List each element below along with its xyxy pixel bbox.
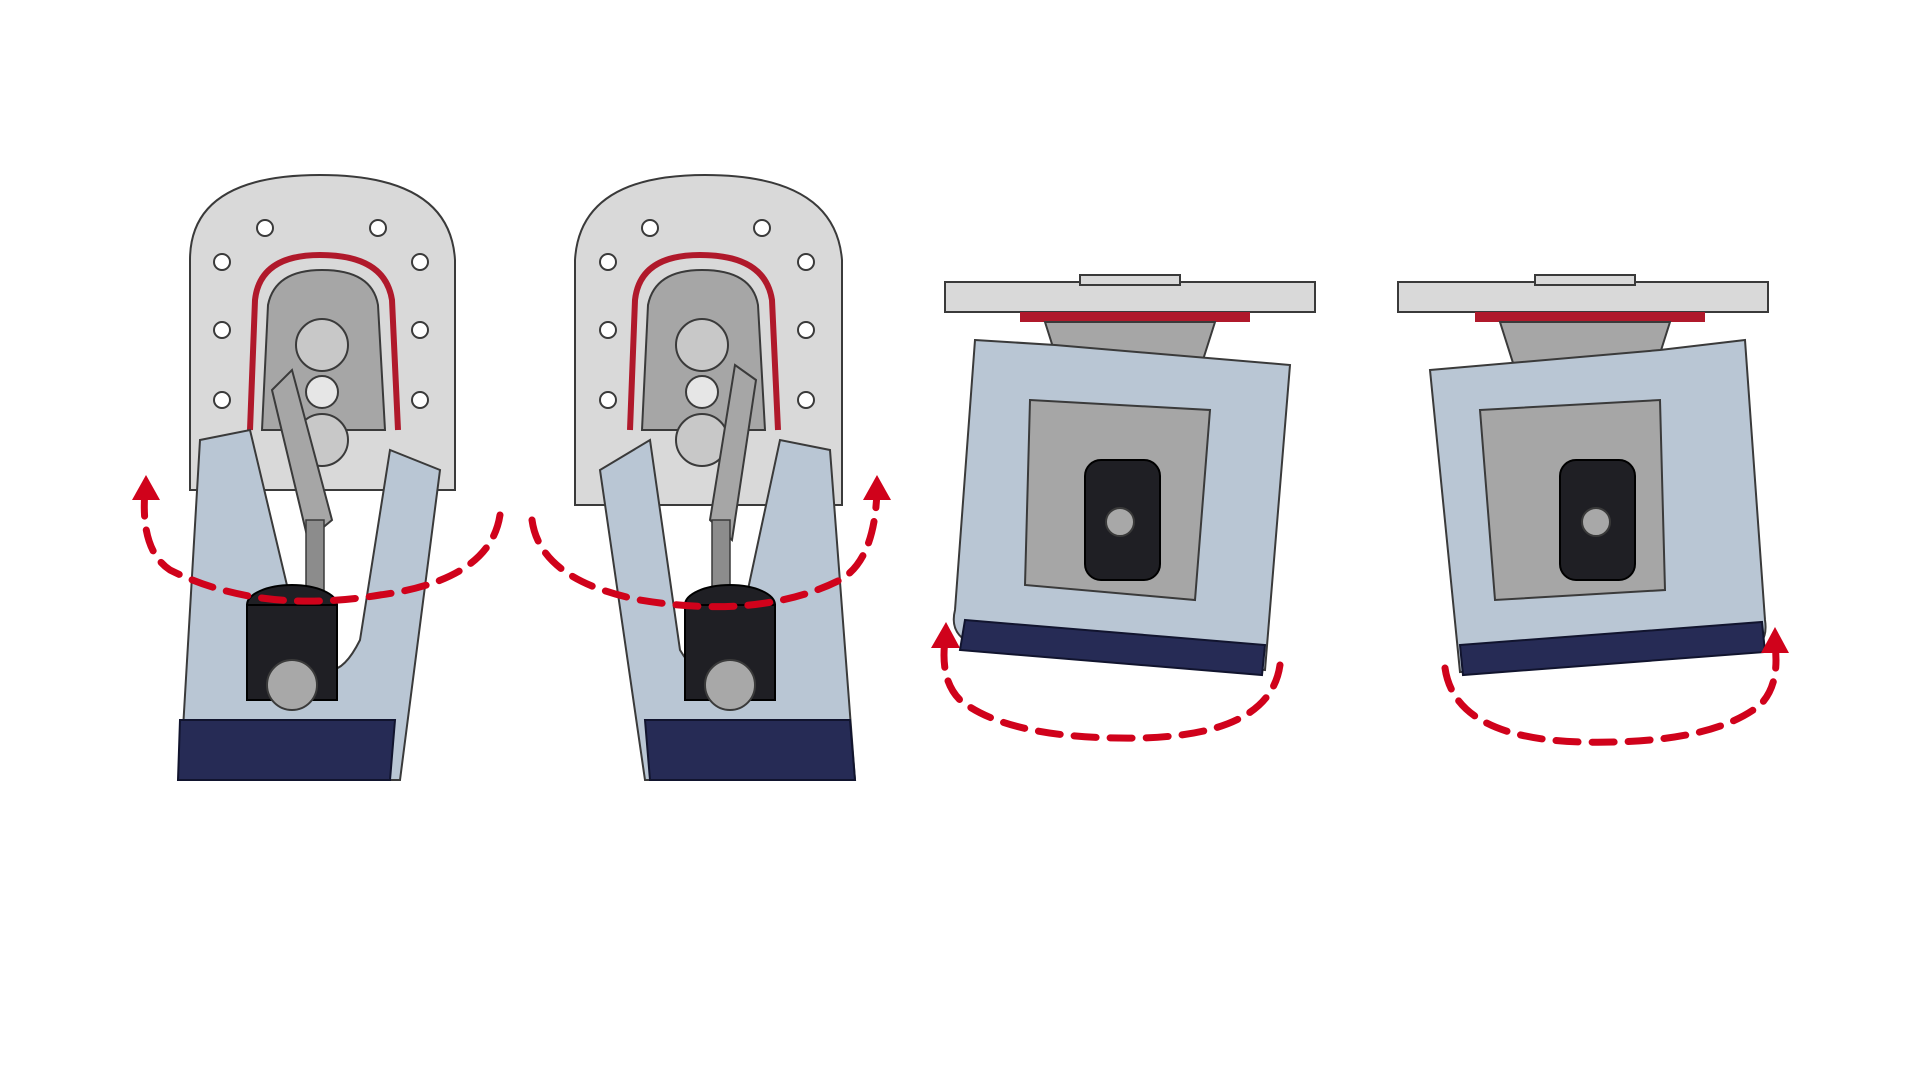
link-arm [270,368,334,542]
plate-holes [213,219,429,409]
gasket [627,251,781,431]
rotation-arrow-ccw [140,486,504,605]
base-block [958,618,1267,677]
nut-center [685,375,719,409]
center-screw [1105,507,1135,537]
arrowhead [863,475,891,500]
bolt-top [675,318,729,372]
rotation-arrow-tilt-right [1441,641,1780,746]
top-plate-boss [1079,274,1181,286]
gasket [1475,312,1705,322]
top-plate [1397,281,1769,313]
rotation-arrow-cw [528,486,881,611]
nut-center [305,375,339,409]
gasket [1020,312,1250,322]
plate-holes [599,219,815,409]
panel-2-front-view [528,173,891,781]
top-plate [944,281,1316,313]
bolt-top [295,318,349,372]
actuator-cap [266,659,318,711]
rod [711,519,731,591]
arrowhead [132,475,160,500]
actuator-cap [704,659,756,711]
panel-3-side-view [931,274,1316,742]
gasket [247,251,401,431]
rotation-arrow-tilt-left [940,636,1284,742]
arrowhead [1761,627,1789,653]
center-screw [1581,507,1611,537]
rod [305,519,325,591]
base-block [176,719,397,781]
panel-1-front-view [132,173,504,781]
link-arm [708,363,758,542]
top-plate-boss [1534,274,1636,286]
arrowhead [931,622,960,648]
base-block [643,719,857,781]
panel-4-side-view [1397,274,1789,746]
